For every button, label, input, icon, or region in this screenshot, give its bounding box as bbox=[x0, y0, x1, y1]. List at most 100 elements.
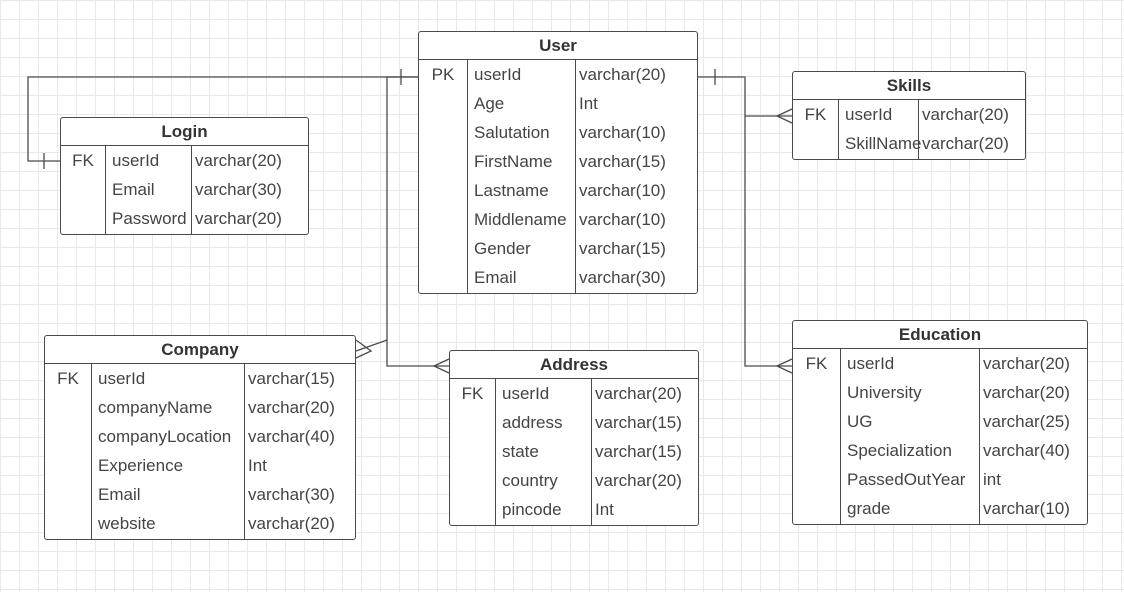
field-name: Lastname bbox=[474, 181, 549, 200]
field-type: varchar(10) bbox=[579, 181, 666, 200]
field-type: varchar(20) bbox=[922, 134, 1009, 153]
field-name: userId bbox=[845, 105, 893, 124]
field-key bbox=[419, 176, 467, 205]
field-type: varchar(20) bbox=[195, 209, 282, 228]
key-column-divider bbox=[91, 364, 92, 539]
field-name: userId bbox=[502, 384, 550, 403]
field-row[interactable]: website varchar(20) bbox=[45, 509, 355, 538]
field-name: website bbox=[98, 514, 156, 533]
field-key bbox=[45, 480, 91, 509]
field-row[interactable]: University varchar(20) bbox=[793, 378, 1087, 407]
entity-title: Skills bbox=[793, 72, 1025, 100]
field-key bbox=[793, 129, 838, 158]
field-name: University bbox=[847, 383, 922, 402]
field-name: Salutation bbox=[474, 123, 550, 142]
field-type: varchar(20) bbox=[922, 105, 1009, 124]
field-key bbox=[450, 437, 495, 466]
field-type: Int bbox=[248, 456, 267, 475]
field-type: varchar(20) bbox=[595, 384, 682, 403]
field-key bbox=[419, 89, 467, 118]
field-name: Gender bbox=[474, 239, 531, 258]
field-key bbox=[793, 465, 840, 494]
field-name: Specialization bbox=[847, 441, 952, 460]
field-key bbox=[45, 393, 91, 422]
key-column-divider bbox=[105, 146, 106, 234]
field-type: varchar(15) bbox=[579, 239, 666, 258]
field-key: FK bbox=[461, 384, 484, 403]
field-type: varchar(30) bbox=[579, 268, 666, 287]
field-key bbox=[419, 234, 467, 263]
field-key bbox=[45, 422, 91, 451]
field-type: varchar(20) bbox=[248, 514, 335, 533]
field-type: varchar(20) bbox=[595, 471, 682, 490]
field-row[interactable]: FK userId varchar(20) bbox=[793, 100, 1025, 129]
field-name: companyLocation bbox=[98, 427, 232, 446]
field-type: varchar(10) bbox=[579, 210, 666, 229]
field-key bbox=[450, 495, 495, 524]
type-column-divider bbox=[591, 379, 592, 525]
field-key bbox=[793, 494, 840, 523]
field-row[interactable]: FK userId varchar(20) bbox=[450, 379, 698, 408]
field-key: FK bbox=[804, 105, 827, 124]
field-name: Email bbox=[474, 268, 517, 287]
key-column-divider bbox=[495, 379, 496, 525]
field-name: state bbox=[502, 442, 539, 461]
field-name: SkillName bbox=[845, 134, 922, 153]
connector-user-company bbox=[355, 339, 388, 352]
field-type: varchar(20) bbox=[579, 65, 666, 84]
field-type: varchar(20) bbox=[983, 383, 1070, 402]
field-key: FK bbox=[57, 369, 79, 388]
field-type: Int bbox=[579, 94, 598, 113]
many-marker-education bbox=[775, 358, 793, 374]
field-row[interactable]: Password varchar(20) bbox=[61, 204, 308, 233]
field-row[interactable]: Lastname varchar(10) bbox=[419, 176, 697, 205]
type-column-divider bbox=[575, 60, 576, 293]
entity-fields: FK userId varchar(20) address varchar(15) sta… bbox=[450, 379, 698, 525]
field-name: Password bbox=[112, 209, 187, 228]
field-row[interactable]: Gender varchar(15) bbox=[419, 234, 697, 263]
field-row[interactable]: Email varchar(30) bbox=[419, 263, 697, 292]
field-name: address bbox=[502, 413, 563, 432]
many-marker-skills bbox=[775, 108, 793, 124]
field-key bbox=[793, 378, 840, 407]
field-key bbox=[45, 451, 91, 480]
field-type: varchar(15) bbox=[595, 413, 682, 432]
entity-title: Company bbox=[45, 336, 355, 364]
connector-user-education bbox=[698, 76, 792, 367]
field-type: varchar(40) bbox=[983, 441, 1070, 460]
field-row[interactable]: address varchar(15) bbox=[450, 408, 698, 437]
field-key bbox=[419, 205, 467, 234]
field-name: userId bbox=[847, 354, 895, 373]
field-row[interactable]: Specialization varchar(40) bbox=[793, 436, 1087, 465]
